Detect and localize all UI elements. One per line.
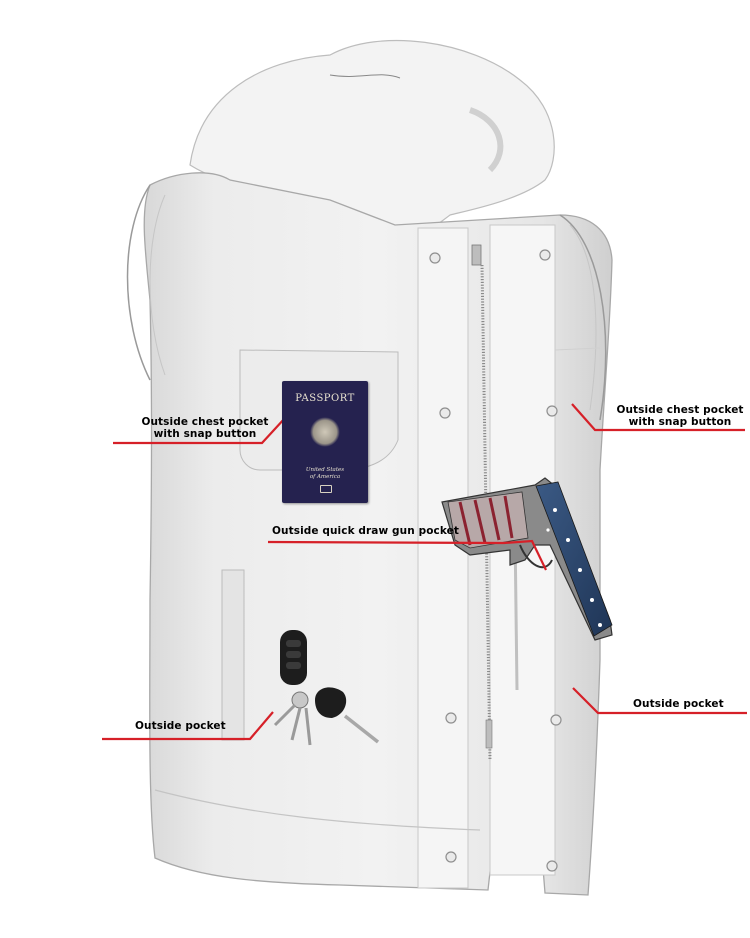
passport-chip-icon — [320, 485, 332, 493]
callout-label-right-lower: Outside pocket — [633, 698, 724, 710]
passport-illustration: PASSPORT United States of America — [282, 381, 368, 503]
callout-line-left-chest — [113, 417, 286, 445]
keys-illustration — [273, 630, 380, 746]
callout-label-right-chest: Outside chest pocket with snap button — [616, 404, 744, 428]
callout-lines — [102, 403, 747, 741]
callout-label-left-chest: Outside chest pocket with snap button — [141, 416, 269, 440]
gun-illustration — [441, 477, 613, 641]
passport-title: PASSPORT — [295, 393, 355, 404]
callout-label-gun-pocket: Outside quick draw gun pocket — [272, 525, 459, 537]
vest-body — [126, 172, 613, 896]
passport-seal-icon — [310, 417, 340, 447]
callout-line-gun-pocket — [267, 539, 547, 571]
passport-country: United States of America — [305, 467, 345, 480]
callout-label-left-lower: Outside pocket — [135, 720, 226, 732]
callout-line-right-lower — [572, 687, 747, 715]
callout-line-right-chest — [571, 403, 745, 432]
callout-line-left-lower — [102, 711, 274, 741]
snap-buttons — [429, 249, 562, 872]
